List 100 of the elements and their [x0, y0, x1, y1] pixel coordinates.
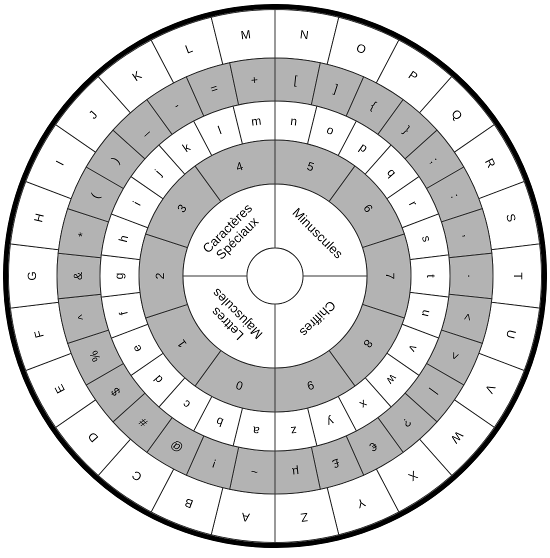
letter-segment [478, 302, 540, 371]
letter-label: z [290, 423, 298, 438]
digit-segment [362, 233, 412, 319]
symbol-segment [310, 435, 364, 490]
letter-label: r [406, 198, 420, 209]
symbol-label: @ [168, 437, 186, 455]
letter-label: A [241, 509, 251, 524]
symbol-label: $ [108, 384, 124, 398]
letter-segment [364, 144, 420, 200]
letter-label: w [384, 372, 400, 387]
symbol-label: € [367, 438, 380, 454]
letter-label: m [250, 114, 262, 129]
letter-label: B [183, 494, 196, 510]
symbol-label: } [400, 124, 412, 136]
digit-label: 4 [234, 160, 245, 175]
letter-label: P [406, 68, 420, 84]
letter-segment [110, 176, 164, 228]
letter-label: N [299, 28, 310, 43]
symbol-segment [146, 76, 204, 135]
symbol-label: µ [291, 464, 300, 478]
letter-label: v [405, 342, 420, 354]
letter-segment [376, 438, 452, 512]
digit-label: 2 [154, 272, 168, 280]
letter-label: f [117, 310, 131, 316]
letter-segment [100, 292, 148, 339]
letter-label: k [180, 140, 193, 156]
letter-segment [10, 302, 72, 371]
letter-segment [402, 213, 450, 260]
symbol-label: ) [110, 155, 123, 166]
letter-label: p [356, 140, 370, 156]
symbol-label: + [250, 74, 259, 88]
symbol-segment [112, 99, 173, 160]
letter-segment [274, 408, 318, 452]
letter-label: j [152, 168, 164, 178]
symbol-segment [274, 446, 321, 494]
letter-label: R [482, 156, 498, 170]
letter-segment [274, 9, 340, 65]
letter-segment [307, 106, 357, 156]
letter-segment [193, 106, 243, 156]
digit-label: 5 [305, 160, 316, 175]
letter-label: H [32, 212, 48, 224]
symbol-label: £ [330, 456, 341, 470]
symbol-segment [58, 208, 110, 258]
letter-segment [419, 76, 495, 153]
letter-segment [100, 213, 148, 260]
letter-label: y [325, 414, 336, 429]
symbol-label: ! [210, 456, 218, 470]
symbol-segment [58, 294, 110, 344]
symbol-label: < [460, 312, 474, 322]
digit-label: 0 [234, 377, 245, 392]
symbol-label: ? [400, 414, 414, 430]
symbol-segment [229, 58, 276, 106]
symbol-label: = [208, 82, 220, 96]
symbol-segment [146, 417, 204, 476]
letter-label: Y [354, 494, 367, 510]
digit-label: 7 [382, 272, 396, 280]
letter-segment [130, 352, 186, 408]
symbol-segment [310, 62, 364, 117]
letter-label: l [216, 124, 224, 138]
letter-label: q [384, 166, 399, 180]
letter-label: d [151, 372, 166, 386]
symbol-segment [274, 58, 321, 106]
letter-label: W [448, 428, 466, 446]
symbol-segment [440, 208, 492, 258]
digit-label: 3 [175, 202, 190, 216]
digit-segment [138, 233, 188, 319]
letter-segment [210, 9, 276, 65]
digit-segment [274, 140, 356, 202]
letter-label: I [54, 158, 68, 168]
symbol-label: ; [428, 155, 440, 166]
symbol-label: ] [332, 82, 340, 96]
letter-segment [10, 181, 72, 250]
letter-segment [150, 16, 224, 84]
digit-label: 1 [175, 336, 190, 350]
digit-segment [194, 350, 276, 412]
letter-segment [419, 399, 495, 476]
letter-label: s [418, 234, 434, 244]
letter-segment [402, 292, 450, 339]
symbol-label: { [368, 99, 378, 113]
symbol-label: ~ [250, 464, 259, 478]
letter-label: D [86, 429, 102, 444]
letter-label: L [184, 42, 195, 57]
letter-label: C [130, 467, 145, 484]
letter-label: x [357, 396, 370, 412]
symbol-label: , [460, 232, 474, 238]
letter-segment [307, 396, 357, 446]
letter-segment [478, 181, 540, 250]
letter-label: X [406, 468, 420, 484]
symbol-label: > [447, 350, 462, 362]
letter-label: u [418, 308, 434, 318]
letter-segment [150, 468, 224, 536]
letter-segment [274, 487, 340, 543]
symbol-segment [377, 99, 438, 160]
letter-label: c [180, 396, 193, 412]
letter-label: i [130, 200, 144, 208]
letter-label: S [502, 212, 518, 224]
letter-label: Z [300, 510, 309, 524]
symbol-label: ^ [76, 312, 90, 321]
letter-label: M [240, 28, 252, 43]
symbol-segment [426, 330, 483, 386]
